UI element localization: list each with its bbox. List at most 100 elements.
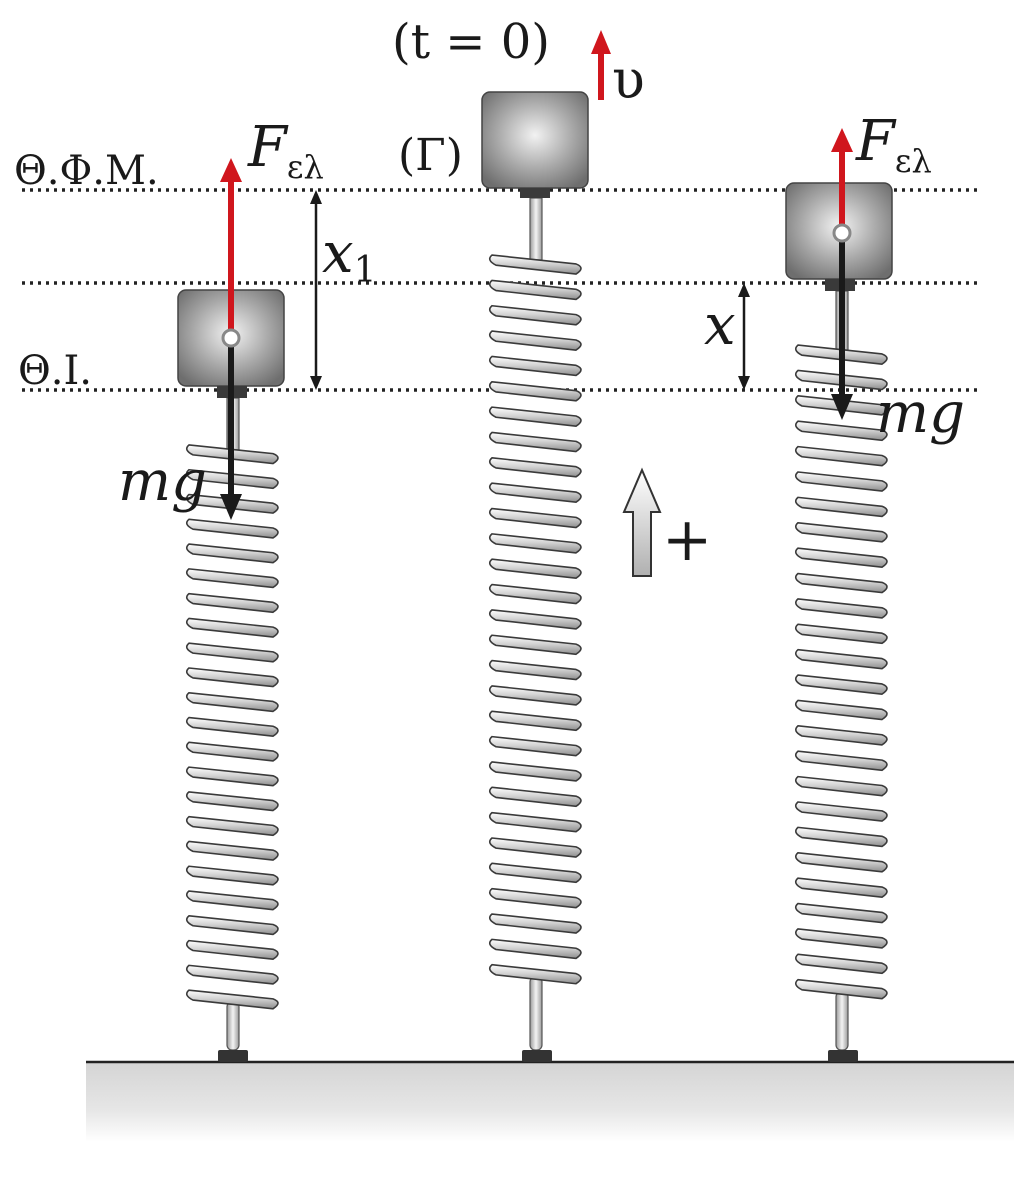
spring-coil	[185, 741, 279, 762]
spring-coil	[488, 609, 582, 630]
elastic-force-arrow-left	[220, 158, 242, 335]
spring-coil	[185, 791, 279, 812]
spring-coil	[488, 431, 582, 453]
center-point-right	[832, 223, 852, 243]
spring-coil	[794, 750, 888, 772]
x1-label: x1	[322, 221, 377, 291]
spring-coil	[794, 953, 888, 975]
x1-dimension-arrow	[310, 190, 322, 390]
spring-coil	[488, 837, 582, 858]
spring-coil	[488, 887, 582, 909]
velocity-arrow	[591, 30, 611, 100]
spring-coil	[488, 406, 582, 427]
mount-middle	[522, 1050, 552, 1062]
spring-coil	[488, 558, 582, 580]
spring-coil	[488, 938, 582, 960]
time-label: (t = 0)	[392, 14, 550, 70]
spring-coil	[488, 862, 582, 884]
spring-coil	[185, 766, 279, 787]
mount-right	[828, 1050, 858, 1062]
spring-coil	[794, 877, 888, 899]
spring-coil	[185, 939, 279, 961]
spring-coil	[185, 865, 279, 886]
spring-coil	[488, 355, 582, 377]
spring-coil	[185, 964, 279, 985]
spring-coil	[488, 634, 582, 656]
spring-coil	[185, 642, 279, 663]
spring-coil	[185, 716, 279, 737]
spring-coil	[794, 623, 888, 645]
spring-coil	[488, 735, 582, 757]
elastic-force-arrow-right	[831, 128, 853, 228]
spring-coil	[185, 840, 279, 861]
spring-coil	[488, 659, 582, 681]
spring-rod-bottom	[226, 1001, 240, 1051]
spring-coil	[185, 691, 279, 713]
spring-coil	[185, 543, 279, 564]
spring-coil	[794, 598, 888, 619]
spring-coil	[794, 420, 888, 442]
spring-coil	[488, 254, 582, 275]
spring-coil	[488, 482, 582, 504]
spring-rod-top	[529, 197, 543, 261]
spring-coil	[794, 547, 888, 569]
spring-coil	[185, 989, 279, 1010]
spring-coil	[185, 617, 279, 638]
spring-coil	[794, 445, 888, 467]
spring-coil	[488, 963, 582, 985]
spring-coil	[488, 279, 582, 301]
weight-arrow-left	[220, 345, 242, 520]
spring-coil	[488, 304, 582, 326]
elastic-force-label-left: Fελ	[247, 115, 324, 186]
weight-arrow-right	[831, 242, 853, 420]
spring-coil	[488, 583, 582, 605]
collision-label: (Γ)	[398, 130, 463, 181]
positive-direction-arrow	[622, 467, 662, 577]
spring-rod-bottom	[529, 976, 543, 1051]
mount-left	[218, 1050, 248, 1062]
spring-coil	[794, 471, 888, 492]
spring-coil	[794, 851, 888, 873]
spring-coil	[185, 568, 279, 589]
spring-coil	[794, 496, 888, 518]
elastic-force-label-right: Fελ	[855, 109, 932, 180]
spring-coil	[794, 521, 888, 543]
spring-middle	[488, 197, 582, 1051]
x-dimension-arrow	[738, 283, 750, 390]
spring-coil	[185, 914, 279, 936]
equilibrium-label: Θ.Ι.	[18, 348, 92, 394]
spring-coil	[185, 815, 279, 837]
weight-label-left: mg	[118, 449, 207, 514]
spring-coil	[185, 592, 279, 614]
spring-coil	[794, 928, 888, 949]
spring-coil	[185, 518, 279, 539]
spring-coil	[488, 330, 582, 351]
natural-length-label: Θ.Φ.Μ.	[14, 148, 159, 194]
spring-coil	[794, 902, 888, 924]
spring-coil	[794, 648, 888, 670]
spring-coil	[794, 572, 888, 594]
spring-coil	[794, 775, 888, 797]
weight-label-right: mg	[876, 381, 965, 446]
spring-rod-bottom	[835, 991, 849, 1051]
center-point-left	[221, 328, 241, 348]
spring-coil	[488, 685, 582, 706]
spring-coil	[794, 826, 888, 848]
spring-coil	[794, 801, 888, 822]
spring-coil	[794, 725, 888, 746]
velocity-label: υ	[612, 48, 645, 111]
spring-coil	[488, 761, 582, 782]
spring-coil	[185, 890, 279, 911]
spring-coil	[488, 710, 582, 732]
spring-coil	[185, 667, 279, 688]
ground	[86, 1062, 1014, 1142]
spring-coil	[488, 913, 582, 934]
spring-coil	[488, 533, 582, 554]
spring-coil	[794, 978, 888, 1000]
spring-coil	[488, 456, 582, 478]
spring-coil	[488, 380, 582, 402]
positive-direction-label: +	[662, 505, 712, 575]
spring-coil	[488, 786, 582, 808]
spring-coil	[488, 811, 582, 833]
